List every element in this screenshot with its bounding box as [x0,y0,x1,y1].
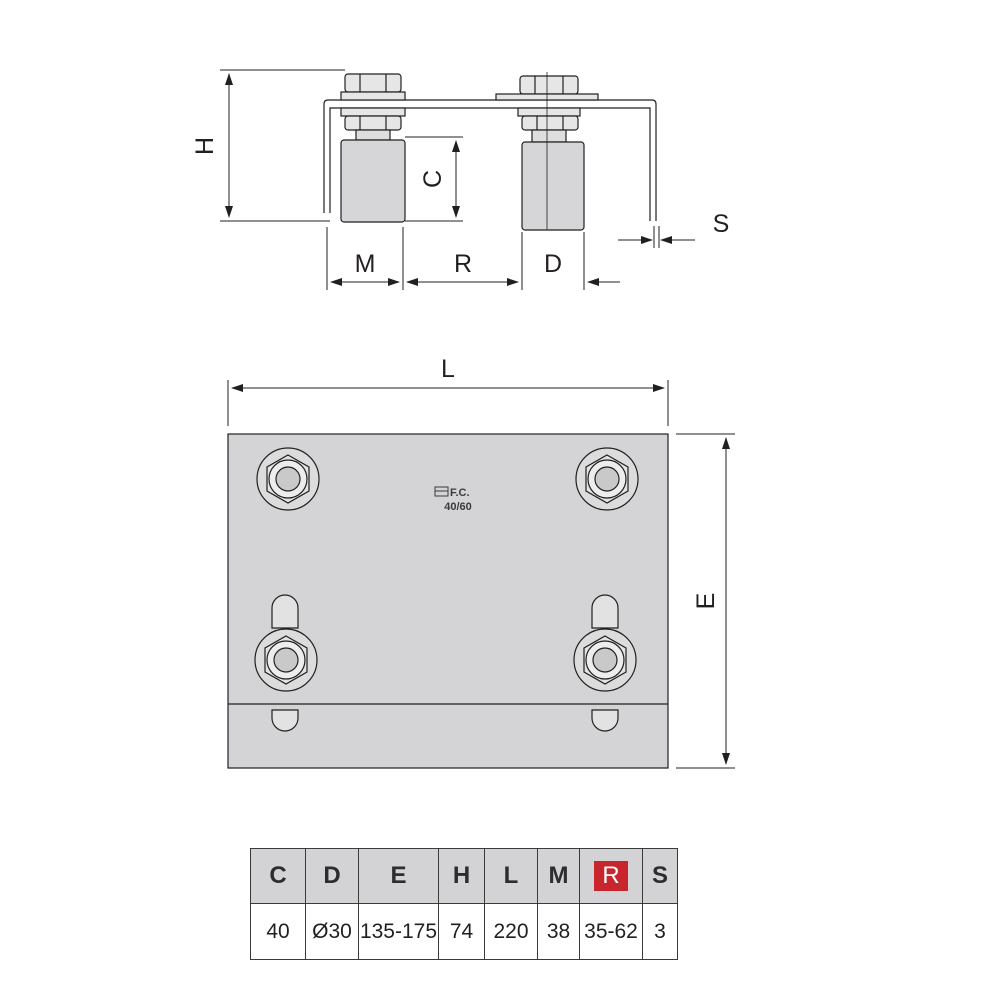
value-m: 38 [537,903,580,960]
left-wheel [340,129,406,223]
logo-line-1: F.C. [450,487,470,499]
header-r-chip: R [594,861,628,891]
value-r: 35-62 [579,903,643,960]
top-view [227,433,669,769]
right-wheel [521,129,585,231]
header-m: M [537,848,580,904]
dim-label-h: H [191,137,219,155]
header-c: C [250,848,306,904]
value-h: 74 [438,903,485,960]
value-e: 135-175 [358,903,439,960]
spec-value-row: 40 Ø30 135-175 74 220 38 35-62 3 [250,903,678,960]
dim-label-m: M [355,250,376,278]
dim-label-e: E [692,593,720,610]
left-lower-nut [340,107,406,131]
nut-bottom-right [573,628,637,692]
header-r-highlighted: R [579,848,643,904]
side-view [323,72,657,231]
spec-table: C D E H L M R S 40 Ø30 135-175 74 220 38… [250,848,678,960]
side-dimension-labels: H C M R D S [191,137,729,278]
top-dimensions [227,380,735,769]
right-lower-nut [517,107,581,131]
logo-line-2: 40/60 [444,501,472,513]
value-l: 220 [484,903,538,960]
header-e: E [358,848,439,904]
top-dimension-labels: L E [441,355,720,609]
bracket-profile [323,99,657,221]
dim-label-c: C [419,170,447,188]
left-top-nut [340,73,406,101]
header-d: D [305,848,359,904]
value-s: 3 [642,903,678,960]
nut-top-left [256,447,320,511]
header-h: H [438,848,485,904]
header-l: L [484,848,538,904]
nut-top-right [575,447,639,511]
side-dimensions [220,69,695,290]
header-s: S [642,848,678,904]
value-c: 40 [250,903,306,960]
dim-label-d: D [544,250,562,278]
logo-emblem-icon [434,486,449,497]
dim-label-s: S [713,210,730,238]
dim-label-l: L [441,355,455,383]
nut-bottom-left [254,628,318,692]
dim-label-r: R [454,250,472,278]
brand-logo: F.C. 40/60 [434,486,472,513]
value-d: Ø30 [305,903,359,960]
spec-header-row: C D E H L M R S [250,848,678,904]
slots [271,594,619,732]
